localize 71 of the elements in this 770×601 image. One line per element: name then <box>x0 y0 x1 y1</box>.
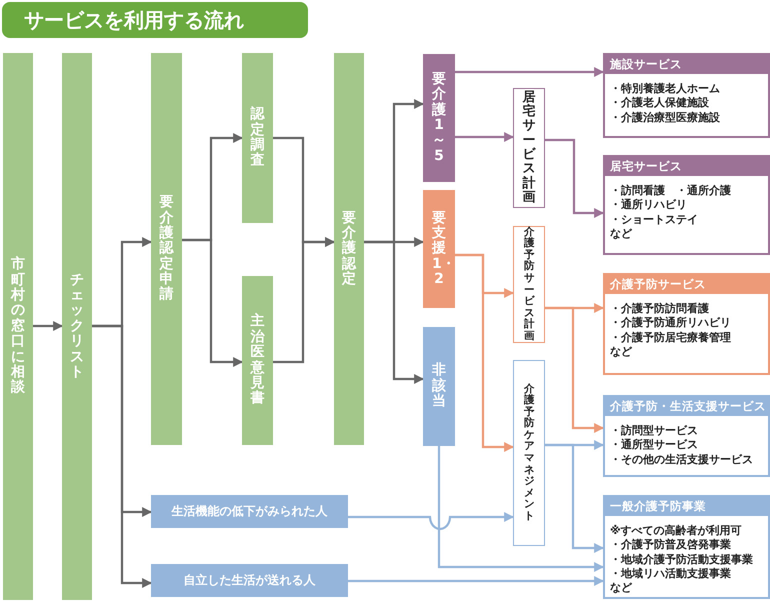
step-bar <box>423 54 455 182</box>
service-panel <box>603 273 770 375</box>
arrow <box>455 67 604 77</box>
service-panel <box>603 395 770 477</box>
list-item: ・特別養護老人ホーム <box>609 82 721 96</box>
plan-box <box>513 360 545 546</box>
panel-heading: 居宅サービス <box>605 157 768 176</box>
panel-heading: 介護予防・生活支援サービス <box>605 397 768 416</box>
plan-label: 介護予防ケアマネジメント <box>524 384 534 522</box>
step-label: 要介護1～5 <box>432 72 446 164</box>
list-item: ・地域リハ活動支援事業 <box>609 566 732 582</box>
arrow <box>33 321 63 331</box>
service-panel <box>603 53 770 138</box>
list-item: ・訪問型サービス <box>609 424 699 438</box>
list-item: ・介護治療型医療施設 <box>609 110 721 125</box>
arrow <box>455 254 514 452</box>
panel-heading: 一般介護予防事業 <box>605 497 768 516</box>
list-item: ・ショートステイ <box>609 212 699 227</box>
group-bar <box>151 564 348 597</box>
step-bar <box>242 276 273 445</box>
step-label: チェックリスト <box>70 272 84 380</box>
step-bar <box>334 53 364 445</box>
arrow <box>545 444 604 553</box>
arrow <box>364 240 424 384</box>
group-label: 生活機能の低下がみられた人 <box>172 503 328 520</box>
step-label: 非該当 <box>432 363 446 410</box>
arrow <box>348 576 604 586</box>
list-item: ・介護予防居宅療養管理 <box>609 330 732 345</box>
step-bar <box>423 190 455 308</box>
plan-box <box>513 88 545 208</box>
step-label: 市町村の窓口に相談 <box>11 257 25 396</box>
step-label: 要介護認定申請 <box>160 195 174 303</box>
arrow <box>182 238 243 367</box>
list-item: ・地域介護予防活動支援事業 <box>609 552 754 567</box>
arrow <box>438 446 604 572</box>
arrow <box>455 132 514 142</box>
list-item: など <box>609 226 633 242</box>
step-bar <box>151 53 182 445</box>
list-item: ・通所型サービス <box>609 438 699 453</box>
list-item: ・訪問看護 ・通所介護 <box>609 184 732 198</box>
arrow <box>273 237 335 364</box>
list-item: ※すべての高齢者が利用可 <box>609 524 743 538</box>
arrow <box>545 138 604 218</box>
list-item: ・介護予防普及啓発事業 <box>609 538 732 553</box>
plan-label: 介護予防サービス計画 <box>524 226 534 342</box>
arrow <box>92 324 152 588</box>
panel-heading: 施設サービス <box>605 55 768 74</box>
list-item: など <box>609 581 633 596</box>
list-item: ・介護予防訪問看護 <box>609 302 710 316</box>
title-banner: サービスを利用する流れ <box>2 2 308 38</box>
panel-heading: 介護予防サービス <box>605 275 768 294</box>
plan-box <box>513 226 545 343</box>
group-label: 自立した生活が送れる人 <box>184 572 316 589</box>
arrow <box>348 512 514 530</box>
step-bar <box>423 327 455 446</box>
step-bar <box>3 53 33 600</box>
step-label: 主治医意見書 <box>250 314 264 407</box>
arrow <box>545 306 604 433</box>
service-panel <box>603 495 770 599</box>
step-label: 認定調査 <box>250 107 264 169</box>
list-item: ・通所リハビリ <box>609 198 688 213</box>
plan-label: 居宅サービス計画 <box>522 90 536 206</box>
list-item: ・介護予防通所リハビリ <box>609 316 732 331</box>
list-item: など <box>609 344 633 360</box>
step-bar <box>242 53 273 223</box>
group-bar <box>151 495 348 528</box>
list-item: ・その他の生活支援サービス <box>609 452 754 467</box>
list-item: ・介護老人保健施設 <box>609 96 710 111</box>
step-bar <box>62 53 92 600</box>
service-panel <box>603 155 770 255</box>
step-label: 要介護認定 <box>342 210 356 288</box>
